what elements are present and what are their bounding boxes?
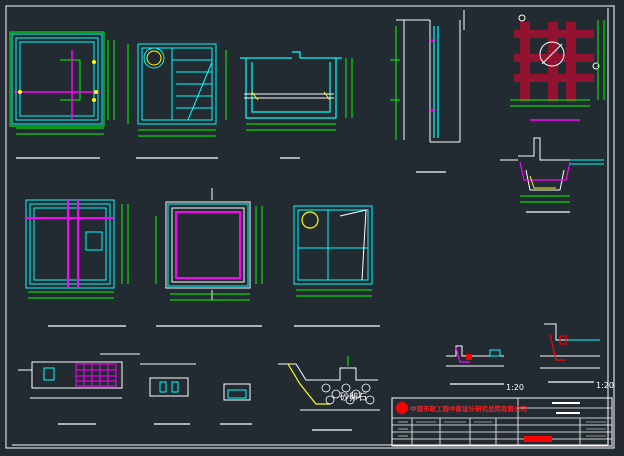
- company-name: 中国市政工程中南设计研究总院有限公司: [410, 404, 527, 413]
- scale-label-2: 1:20: [596, 381, 614, 390]
- section-view-1: [240, 51, 353, 159]
- scale-label-1: 1:20: [506, 383, 524, 392]
- cover-detail-view: [510, 14, 605, 121]
- plan-view-5: [293, 205, 380, 327]
- detail-section-scale-a: 1:20: [446, 345, 524, 392]
- detail-hatched-slab: [18, 353, 140, 425]
- detail-section-scale-b: 1:20: [540, 323, 614, 390]
- plan-view-1: [9, 31, 115, 159]
- plan-view-4: [155, 188, 263, 327]
- small-section-view-1: [500, 137, 604, 213]
- plan-view-2: [127, 43, 227, 159]
- gravel-annotation: 砂卵石: [340, 391, 367, 403]
- vertical-section-view: [390, 10, 465, 173]
- plan-view-3: [25, 199, 129, 327]
- title-block: 中国市政工程中南设计研究总院有限公司: [391, 397, 613, 447]
- detail-gravel-section: 砂卵石: [278, 356, 380, 431]
- drawing-frame: [5, 5, 615, 449]
- company-logo: [396, 402, 408, 414]
- detail-small-frames: [140, 363, 252, 425]
